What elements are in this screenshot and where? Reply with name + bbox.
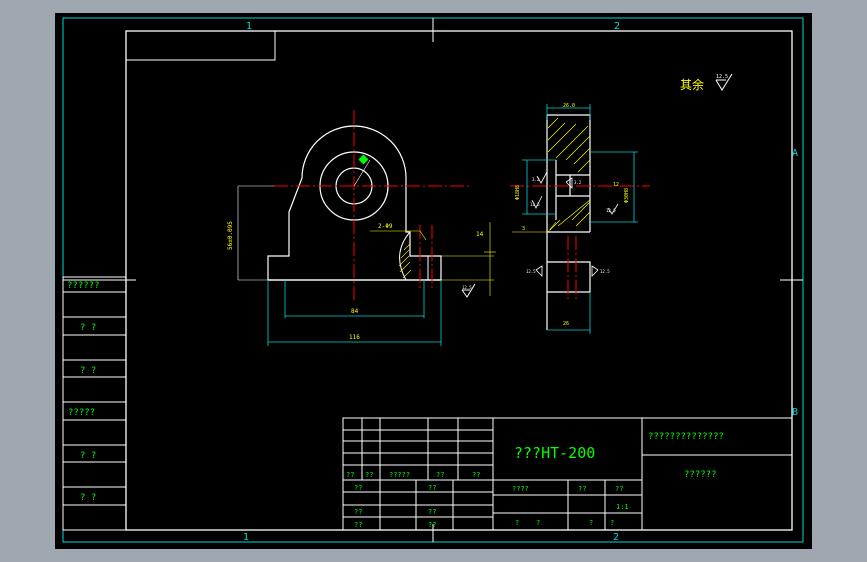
sidebar-label-2: ? ? [80,323,96,333]
zone-number-top-1: 1 [246,21,252,32]
side-dimension [441,222,496,296]
left-sidebar-table [62,276,127,531]
title-header-3: ????? [389,471,410,479]
title-company: ?????????????? [648,432,724,442]
sidebar-label-6: ? ? [80,493,96,503]
section-hatch [547,117,591,231]
section-roughness-icons [531,171,619,277]
title-header-1: ?? [346,471,354,479]
zone-number-bottom-1: 1 [243,532,249,543]
title-bottom-1: ? [515,519,519,527]
title-material: ???HT-200 [514,444,595,462]
section-roughness-1: 3.2 [532,177,540,182]
bore-tag-icon [358,154,369,165]
front-view-outline [267,125,442,281]
surface-note-roughness-value: 12.5 [716,74,728,80]
sidebar-label-5: ? ? [80,451,96,461]
zone-letter-a: A [792,148,798,159]
title-drawing-name: ?????? [684,470,717,480]
section-dim-3-leader [512,221,557,233]
title-header-4: ?? [436,471,444,479]
title-header-2: ?? [365,471,373,479]
hole-section [399,231,442,281]
title-bottom-4: ? [610,519,614,527]
hole-note-value: 2-Φ9 [378,223,393,230]
section-roughness-2: 3.2 [574,180,582,185]
zone-letter-b: B [792,407,798,418]
height-dimension [237,185,274,281]
title-row-a-1: ?? [354,484,362,492]
section-left-dia-value: Φ18H8 [515,185,521,200]
title-bottom-2: ? [536,519,540,527]
title-scale-header-3: ?? [615,485,623,493]
front-roughness-value: 12.5 [462,285,472,290]
front-roughness-icon [461,283,476,298]
top-left-code-box [126,31,276,61]
section-roughness-4: 12.5 [606,208,616,213]
section-bottom-dimension [547,292,591,334]
title-header-5: ?? [472,471,480,479]
title-block-grid [342,417,793,531]
base-width-dimension [267,280,442,346]
title-row-c-1: ?? [354,521,362,529]
base-width-value: 116 [349,334,360,341]
title-row-c-2: ?? [428,521,436,529]
section-left-dia-dimension [522,159,556,215]
bore-leader [353,159,371,187]
title-bottom-3: ? [589,519,593,527]
section-dim-12-value: 12 [613,182,619,188]
side-dimension-value: 14 [476,231,484,238]
section-right-dia-value: Φ30H8 [624,188,630,203]
title-scale-header-2: ?? [578,485,586,493]
sidebar-label-3: ? ? [80,366,96,376]
section-top-dimension [546,104,591,120]
title-row-b-1: ?? [354,508,362,516]
slot-width-value: 84 [351,308,359,315]
zone-number-top-2: 2 [614,21,620,32]
drawing-background [55,13,812,549]
section-dim-3-value: 3 [522,226,525,232]
section-centerlines [510,185,650,300]
front-centerlines [274,110,470,300]
section-roughness-6: 12.5 [600,269,610,274]
surface-note-text: 其余 [680,77,704,92]
title-scale-header-1: ???? [512,485,529,493]
slot-width-dimension [284,280,425,318]
section-right-dia-dimension [590,151,638,223]
section-roughness-5: 12.5 [526,269,536,274]
surface-note-roughness-icon [715,73,733,91]
title-scale-value: 1:1 [616,503,629,511]
height-dimension-value: 56±0.095 [227,221,234,250]
title-row-b-2: ?? [428,508,436,516]
section-bottom-dimension-value: 26 [563,321,569,327]
section-top-dimension-value: 26.0 [563,103,575,109]
sidebar-label-1: ?????? [67,281,100,291]
sidebar-label-4: ????? [68,408,95,418]
section-roughness-3: 12.5 [530,202,540,207]
zone-number-bottom-2: 2 [613,532,619,543]
hole-section-hatch [398,243,412,279]
hole-note-leader [370,230,427,241]
title-row-a-2: ?? [428,484,436,492]
